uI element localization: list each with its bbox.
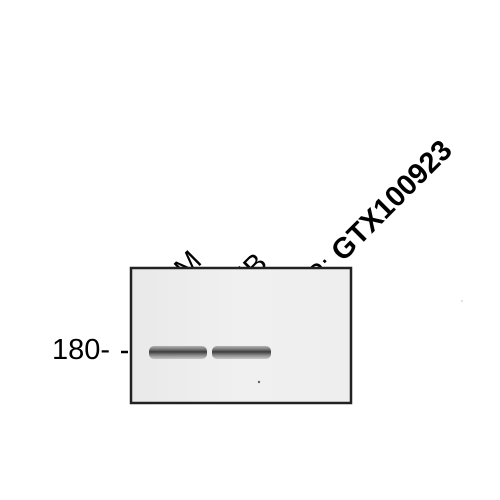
molecular-weight-marker-label: 180- [52, 334, 111, 366]
blot-frame [129, 266, 353, 405]
right-edge-speck [461, 300, 463, 302]
blot-speck [257, 380, 261, 384]
band-lane-ub [212, 346, 271, 359]
band-lane-sm [149, 346, 207, 359]
